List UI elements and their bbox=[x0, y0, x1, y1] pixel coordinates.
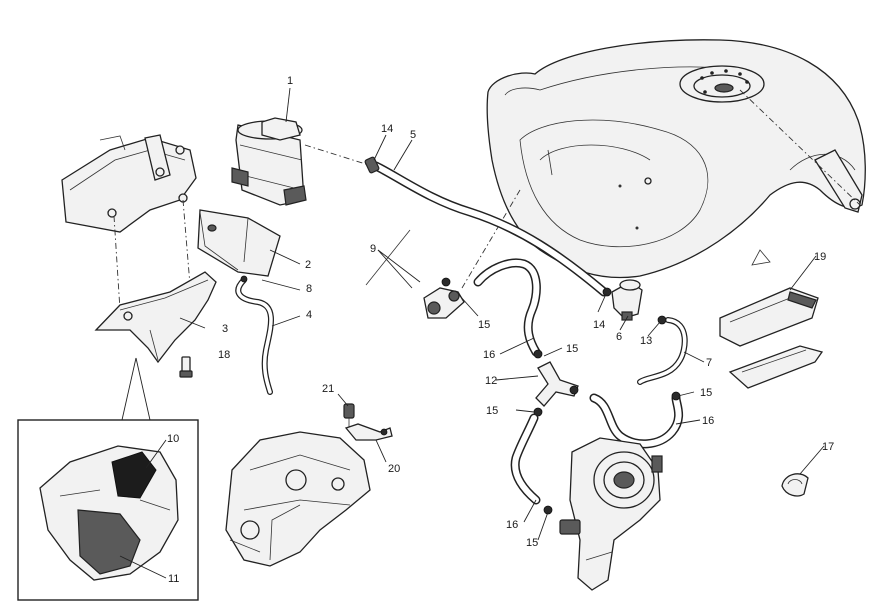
label-5: 5 bbox=[410, 129, 416, 141]
breather-9 bbox=[365, 229, 465, 319]
assembly-line-b bbox=[182, 199, 191, 286]
label-6: 6 bbox=[616, 331, 622, 343]
label-17: 17 bbox=[822, 441, 834, 453]
part-number-labels: 1 2 3 4 5 6 7 8 9 10 11 12 13 14 14 15 1… bbox=[167, 75, 834, 585]
label-18: 18 bbox=[218, 349, 230, 361]
clip-17 bbox=[781, 473, 809, 497]
label-9: 9 bbox=[370, 243, 376, 255]
label-13: 13 bbox=[640, 335, 652, 347]
label-16-b: 16 bbox=[702, 415, 714, 427]
clamp-14-right bbox=[602, 287, 612, 297]
label-3: 3 bbox=[222, 323, 228, 335]
bolt-21 bbox=[343, 403, 355, 430]
leader-lines bbox=[119, 87, 825, 579]
hose-16-right bbox=[589, 391, 684, 449]
label-14-top: 14 bbox=[381, 123, 393, 135]
assembly-line-d bbox=[461, 189, 521, 289]
cover-3 bbox=[94, 271, 217, 364]
fuel-tank bbox=[486, 39, 866, 279]
clamp-14-top bbox=[364, 156, 380, 174]
label-15-a: 15 bbox=[478, 319, 490, 331]
frame-bracket bbox=[61, 134, 197, 233]
label-15-e: 15 bbox=[526, 537, 538, 549]
bracket-2 bbox=[197, 209, 281, 277]
label-16-c: 16 bbox=[506, 519, 518, 531]
canister-1 bbox=[231, 117, 307, 206]
engine-block bbox=[225, 431, 371, 567]
inset-detail bbox=[17, 357, 199, 601]
screw-18 bbox=[179, 356, 193, 378]
label-15-c: 15 bbox=[486, 405, 498, 417]
label-15-b: 15 bbox=[566, 343, 578, 355]
hose-5 bbox=[371, 161, 609, 297]
assembly-line-a bbox=[113, 215, 121, 311]
hose-7 bbox=[637, 317, 688, 385]
label-16-a: 16 bbox=[483, 349, 495, 361]
label-1: 1 bbox=[287, 75, 293, 87]
label-2: 2 bbox=[305, 259, 311, 271]
label-19: 19 bbox=[814, 251, 826, 263]
valve-6 bbox=[611, 279, 643, 321]
assembly-line-c bbox=[304, 144, 373, 167]
label-7: 7 bbox=[706, 357, 712, 369]
t-joint-12 bbox=[533, 349, 579, 417]
assembly-line-e bbox=[739, 89, 861, 206]
label-4: 4 bbox=[306, 309, 312, 321]
plate-19 bbox=[719, 287, 824, 389]
hose-4 bbox=[235, 275, 274, 395]
label-12: 12 bbox=[485, 375, 497, 387]
hose-16-lower bbox=[510, 413, 553, 515]
label-8: 8 bbox=[306, 283, 312, 295]
hose-16-upper bbox=[473, 258, 541, 357]
label-15-d: 15 bbox=[700, 387, 712, 399]
label-11: 11 bbox=[168, 573, 179, 585]
label-14-right: 14 bbox=[593, 319, 605, 331]
throttle-body bbox=[559, 437, 663, 591]
label-21: 21 bbox=[322, 383, 334, 395]
sensor-20 bbox=[344, 423, 393, 441]
label-20: 20 bbox=[388, 463, 400, 475]
label-10: 10 bbox=[167, 433, 179, 445]
